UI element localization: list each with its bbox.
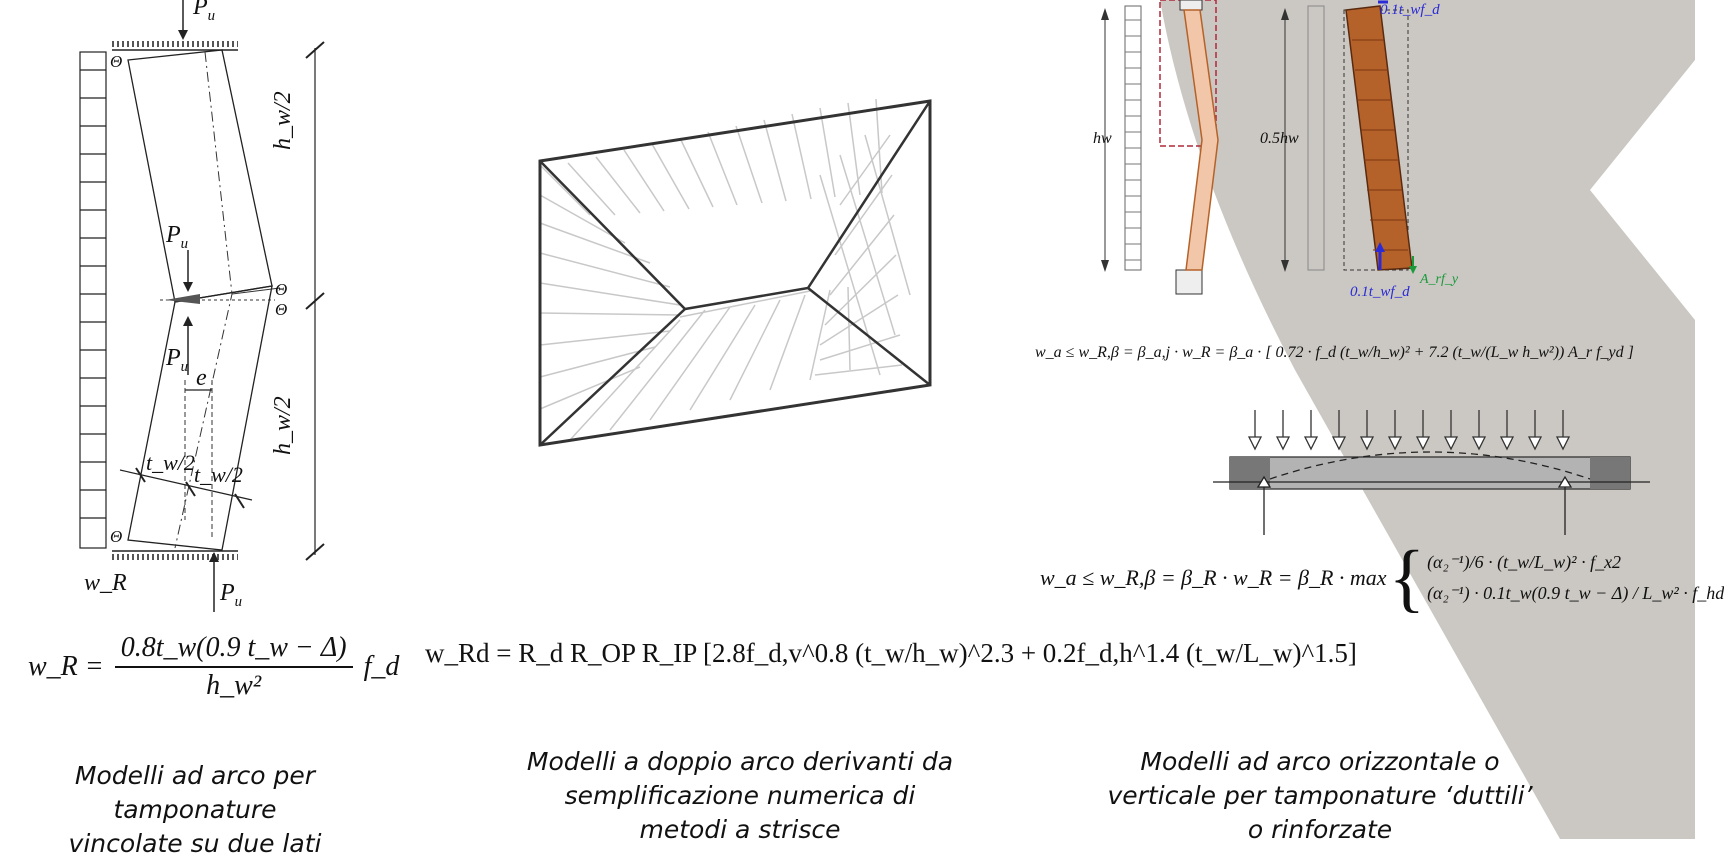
caption-right-line-3: o rinforzate (1247, 815, 1393, 844)
caption-left-line-1: Modelli ad arco per tamponature (74, 761, 316, 824)
theta-label-mid-1: Θ (275, 280, 288, 299)
caption-left-line-2: vincolate su due lati (68, 829, 322, 858)
load-arrows (80, 69, 106, 519)
eccentricity-label: e (196, 365, 207, 391)
bottom-force-label: 0.1t_wf_d (1350, 284, 1410, 300)
distributed-load-label: w_R (84, 570, 127, 596)
caption-right-line-1: Modelli ad arco orizzontale o (1140, 747, 1500, 776)
caption-center-line-2: semplificazione numerica di (564, 781, 916, 810)
half-height-label-lower: h_w/2 (270, 396, 296, 455)
formula-case-2: (α₂⁻¹) · 0.1t_w(0.9 t_w − Δ) / L_w² · f_… (1427, 583, 1724, 603)
formula-case-1: (α₂⁻¹)/6 · (t_w/L_w)² · f_x2 (1427, 552, 1622, 572)
load-label-mid-upper: Pu (166, 222, 189, 252)
formula-brace: { (1388, 536, 1426, 620)
reinforced-formula: w_a ≤ w_R,β = β_a,j · w_R = β_a · [ 0.72… (1035, 344, 1634, 361)
half-height-label-upper: h_w/2 (270, 91, 296, 150)
theta-label-bottom: Θ (110, 527, 123, 546)
arch-formula-left: w_R = 0.8t_w(0.9 t_w − Δ) h_w² f_d (28, 632, 400, 702)
height-label: hw (1093, 130, 1112, 147)
theta-label-top: Θ (110, 52, 123, 71)
caption-center-line-3: metodi a strisce (639, 815, 841, 844)
caption-right-line-2: verticale per tamponature ‘duttili’ (1107, 781, 1533, 810)
load-label-mid-lower: Pu (166, 345, 189, 375)
caption-center: Modelli a doppio arco derivanti da sempl… (490, 745, 990, 847)
load-label-bottom: Pu (220, 580, 243, 610)
double-arch-mesh (538, 98, 932, 447)
formula-cases: (α₂⁻¹)/6 · (t_w/L_w)² · f_x2 (α₂⁻¹) · 0.… (1427, 552, 1724, 604)
theta-label-mid-2: Θ (275, 300, 288, 319)
background-shape (1160, 0, 1695, 839)
load-label-top: Pu (193, 0, 216, 24)
horizontal-arch-diagram (1213, 410, 1650, 535)
half-thickness-label-right: t_w/2 (194, 462, 243, 487)
caption-center-line-1: Modelli a doppio arco derivanti da (526, 747, 954, 776)
horizontal-formula-lhs: w_a ≤ w_R,β = β_R · w_R = β_R · max (1040, 565, 1387, 590)
steel-force-label: A_rf_y (1420, 272, 1459, 287)
half-thickness-label-left: t_w/2 (146, 450, 195, 475)
formula-fraction: 0.8t_w(0.9 t_w − Δ) h_w² (114, 632, 353, 702)
double-arch-formula: w_Rd = R_d R_OP R_IP [2.8f_d,v^0.8 (t_w/… (425, 638, 1357, 668)
arch-wall-diagram (79, 0, 325, 612)
horizontal-arch-formula: w_a ≤ w_R,β = β_R · w_R = β_R · max { (α… (1040, 540, 1724, 616)
half-height-label: 0.5hw (1260, 130, 1299, 147)
ductile-wall-diagram (1101, 0, 1417, 295)
caption-left: Modelli ad arco per tamponature vincolat… (0, 759, 395, 861)
top-force-label: 0.1t_wf_d (1380, 2, 1440, 18)
caption-right: Modelli ad arco orizzontale o verticale … (1090, 745, 1550, 847)
